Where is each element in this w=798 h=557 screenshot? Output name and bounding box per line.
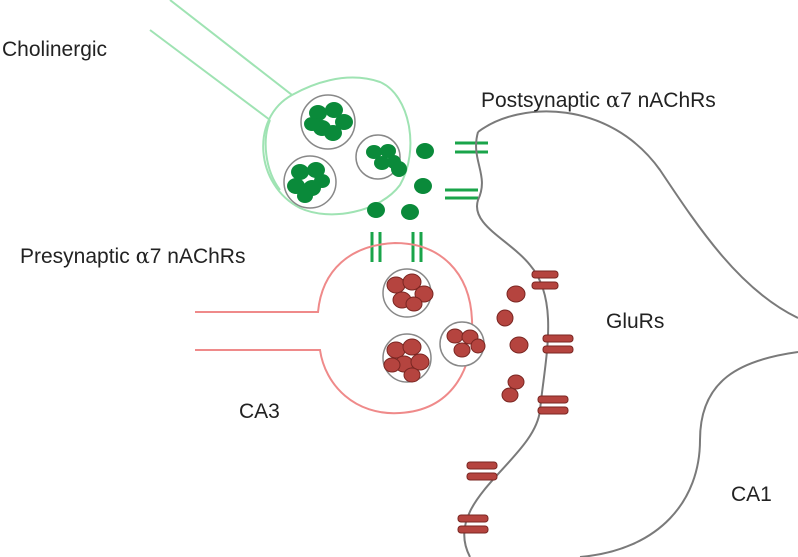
cholinergic-axon-lower <box>264 119 281 191</box>
cholinergic-text: Cholinergic <box>2 38 108 61</box>
ca3-vesicle-upper <box>382 268 434 318</box>
presynaptic-label: Presynaptic α7 nAChRs <box>20 244 246 268</box>
presynaptic-suffix: 7 nAChRs <box>149 245 246 268</box>
cholinergic-axon-outline <box>149 0 412 216</box>
ca3-outline <box>195 241 474 415</box>
presynaptic-text: Presynaptic <box>20 245 136 268</box>
glurs-text: GluRs <box>606 310 665 333</box>
ca3-label: CA3 <box>239 401 280 422</box>
ca3-vesicle-fusing <box>439 321 486 367</box>
ca3-text: CA3 <box>239 400 280 423</box>
presynaptic-alpha: α <box>135 244 150 268</box>
postsynaptic-text: Postsynaptic <box>481 89 606 112</box>
cholinergic-vesicle-lower <box>283 155 337 209</box>
ca1-label: CA1 <box>731 484 772 505</box>
postsynaptic-suffix: 7 nAChRs <box>620 89 716 112</box>
ca3-terminal <box>195 241 474 415</box>
postsynaptic-label: Postsynaptic α7 nAChRs <box>481 88 716 112</box>
cholinergic-vesicle-fusing <box>355 134 401 180</box>
ca1-text: CA1 <box>731 483 772 506</box>
glutamate-receptors <box>457 270 574 534</box>
postsynaptic-a7-receptors <box>445 141 488 200</box>
ca3-vesicle-lower <box>382 333 432 383</box>
cholinergic-label: Cholinergic <box>2 39 107 60</box>
glurs-label: GluRs <box>606 311 664 332</box>
postsynaptic-alpha: α <box>605 88 621 112</box>
cholinergic-vesicle-upper <box>300 94 356 150</box>
acetylcholine-molecules <box>367 143 434 220</box>
cholinergic-terminal <box>149 0 412 216</box>
glutamate-molecules <box>496 285 529 403</box>
presynaptic-a7-receptors <box>370 232 423 262</box>
